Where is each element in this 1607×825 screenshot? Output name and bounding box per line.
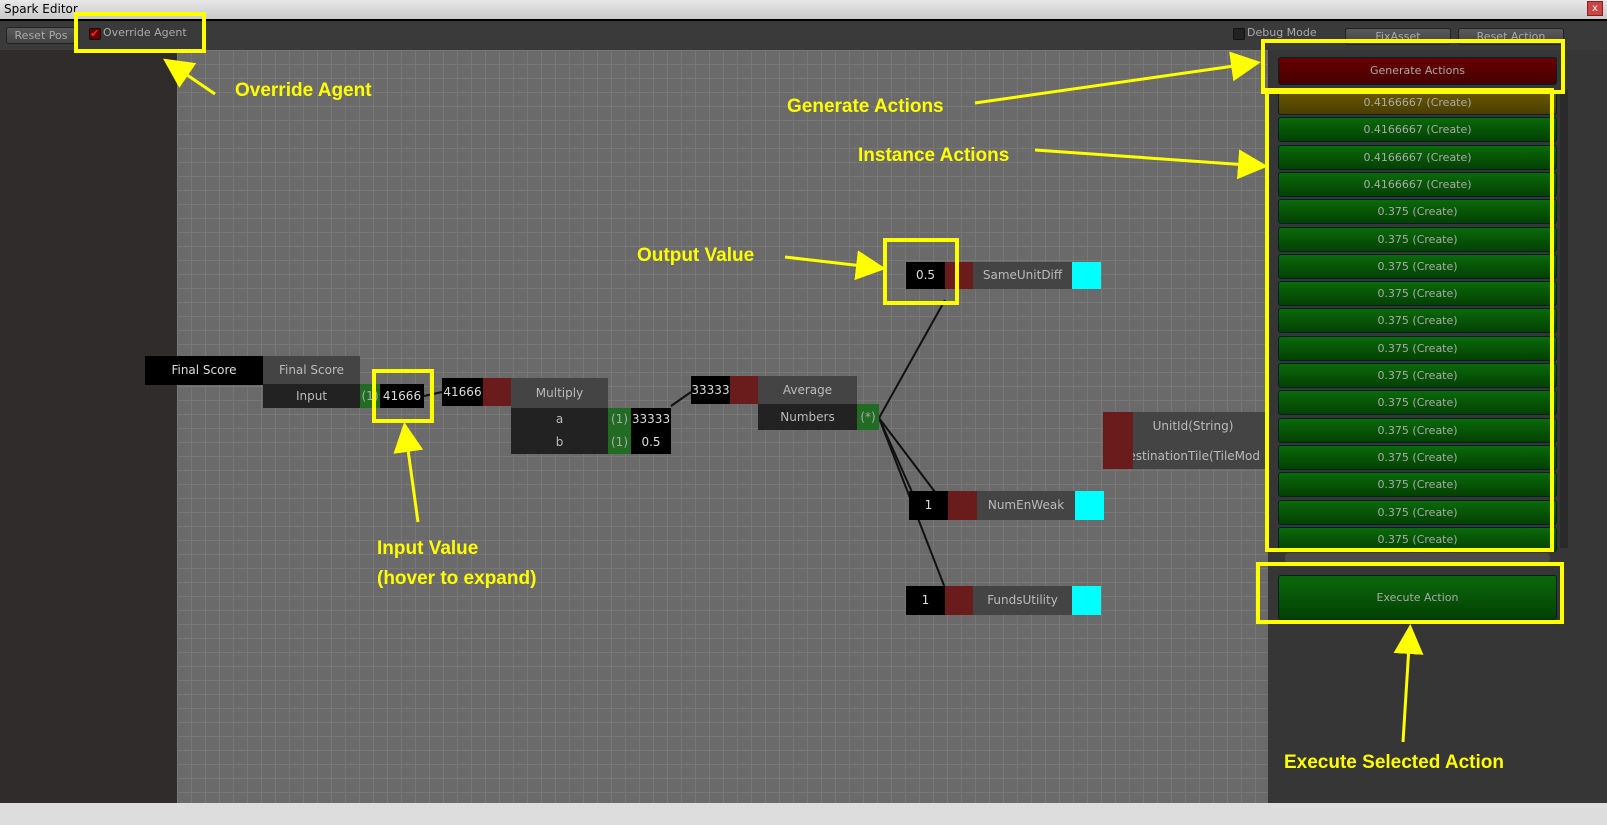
unit-node-port[interactable] — [1103, 412, 1133, 469]
toolbar — [0, 19, 1607, 50]
horizontal-scrollbar[interactable] — [1285, 553, 1550, 563]
connection-line — [878, 299, 946, 419]
arrow-icon — [974, 51, 1261, 105]
debug-mode-checkbox[interactable] — [1233, 28, 1245, 40]
action-item[interactable]: 0.375 (Create) — [1278, 444, 1557, 470]
window-bottom-edge — [0, 803, 1607, 825]
average-output-port[interactable] — [730, 376, 758, 404]
arrow-icon — [784, 250, 886, 281]
reset-pos-button[interactable]: Reset Pos — [6, 27, 76, 44]
annotation-input-value: Input Value — [377, 538, 479, 559]
multiply-value-a[interactable]: 33333 — [631, 408, 671, 431]
connection-line — [878, 417, 936, 493]
override-agent-checkbox[interactable]: ✔ — [89, 27, 101, 40]
final-score-label: Final Score — [145, 356, 263, 385]
annotation-execute-selected: Execute Selected Action — [1284, 752, 1504, 773]
final-score-input-row: Input — [263, 384, 360, 408]
same-unit-diff-port[interactable] — [945, 262, 973, 289]
window-title: Spark Editor — [4, 2, 78, 16]
num-en-weak-value[interactable]: 1 — [909, 491, 948, 520]
annotation-box — [1265, 88, 1554, 552]
num-en-weak-label[interactable]: NumEnWeak — [977, 491, 1075, 520]
annotation-box — [1261, 39, 1565, 94]
annotation-instance-actions: Instance Actions — [858, 145, 1010, 166]
multiply-output-value[interactable]: 41666 — [442, 378, 483, 406]
action-item[interactable]: 0.375 (Create) — [1278, 308, 1557, 334]
action-item[interactable]: 0.375 (Create) — [1278, 281, 1557, 307]
arrow-icon — [393, 422, 424, 523]
annotation-output-value: Output Value — [637, 245, 755, 266]
funds-utility-port[interactable] — [945, 586, 973, 615]
action-item[interactable]: 0.375 (Create) — [1278, 390, 1557, 416]
unit-node[interactable]: UnitId(String) estinationTile(TileMod — [1133, 412, 1268, 469]
average-port[interactable]: (*) — [857, 404, 879, 430]
annotation-box — [372, 369, 434, 423]
left-panel — [0, 50, 177, 803]
same-unit-diff-value[interactable]: 0.5 — [906, 262, 945, 289]
annotation-box — [74, 12, 206, 53]
same-unit-diff-color-swatch[interactable] — [1072, 262, 1101, 289]
action-item[interactable]: 0.4166667 (Create) — [1278, 117, 1557, 143]
action-item[interactable]: 0.375 (Create) — [1278, 363, 1557, 388]
action-list-scrollbar[interactable] — [1560, 90, 1568, 548]
connection-line — [670, 391, 692, 407]
action-item[interactable]: 0.375 (Create) — [1278, 526, 1557, 552]
action-item[interactable]: 0.375 (Create) — [1278, 199, 1557, 225]
action-item[interactable]: 0.375 (Create) — [1278, 253, 1557, 279]
annotation-generate-actions: Generate Actions — [787, 96, 944, 117]
num-en-weak-port[interactable] — [948, 491, 977, 520]
average-output-value[interactable]: 33333 — [691, 376, 730, 404]
multiply-port-b[interactable]: (1) — [608, 431, 631, 454]
final-score-header[interactable]: Final Score — [263, 356, 360, 384]
arrow-icon — [1034, 148, 1268, 180]
unit-id-param: UnitId(String) — [1152, 419, 1234, 433]
execute-action-button[interactable]: Execute Action — [1278, 575, 1557, 620]
node-graph-canvas[interactable] — [177, 50, 1268, 803]
destination-tile-param: estinationTile(TileMod — [1133, 449, 1260, 463]
override-agent-label: Override Agent — [103, 26, 187, 39]
checkmark-icon: ✔ — [90, 27, 100, 40]
close-button[interactable]: x — [1587, 1, 1603, 16]
annotation-box — [1256, 562, 1564, 624]
funds-utility-color-swatch[interactable] — [1072, 586, 1101, 615]
action-item[interactable]: 0.375 (Create) — [1278, 499, 1557, 525]
title-bar: Spark Editor — [0, 0, 1607, 19]
action-item[interactable]: 0.375 (Create) — [1278, 472, 1557, 498]
funds-utility-label[interactable]: FundsUtility — [973, 586, 1072, 615]
arrow-icon — [163, 58, 216, 96]
action-item[interactable]: 0.375 (Create) — [1278, 335, 1557, 361]
multiply-input-a: a — [511, 408, 608, 431]
multiply-port-a[interactable]: (1) — [608, 408, 631, 431]
action-item[interactable]: 0.375 (Create) — [1278, 417, 1557, 443]
arrow-icon — [1393, 624, 1424, 743]
action-item[interactable]: 0.4166667 (Create) — [1278, 171, 1557, 197]
average-numbers-row: Numbers — [758, 404, 857, 430]
average-header[interactable]: Average — [758, 376, 857, 404]
funds-utility-value[interactable]: 1 — [906, 586, 945, 615]
multiply-header[interactable]: Multiply — [511, 378, 608, 408]
multiply-output-port[interactable] — [483, 378, 511, 406]
action-item[interactable]: 0.375 (Create) — [1278, 226, 1557, 252]
multiply-input-b: b — [511, 431, 608, 454]
action-item[interactable]: 0.4166667 (Create) — [1278, 144, 1557, 170]
generate-actions-button[interactable]: Generate Actions — [1278, 57, 1557, 85]
debug-mode-label: Debug Mode — [1247, 26, 1317, 39]
same-unit-diff-label[interactable]: SameUnitDiff — [973, 262, 1072, 289]
annotation-input-value-hint: (hover to expand) — [377, 568, 537, 589]
num-en-weak-color-swatch[interactable] — [1075, 491, 1104, 520]
multiply-value-b[interactable]: 0.5 — [631, 431, 671, 454]
annotation-override-agent: Override Agent — [235, 80, 372, 101]
input-value[interactable]: 41666 — [380, 384, 424, 408]
